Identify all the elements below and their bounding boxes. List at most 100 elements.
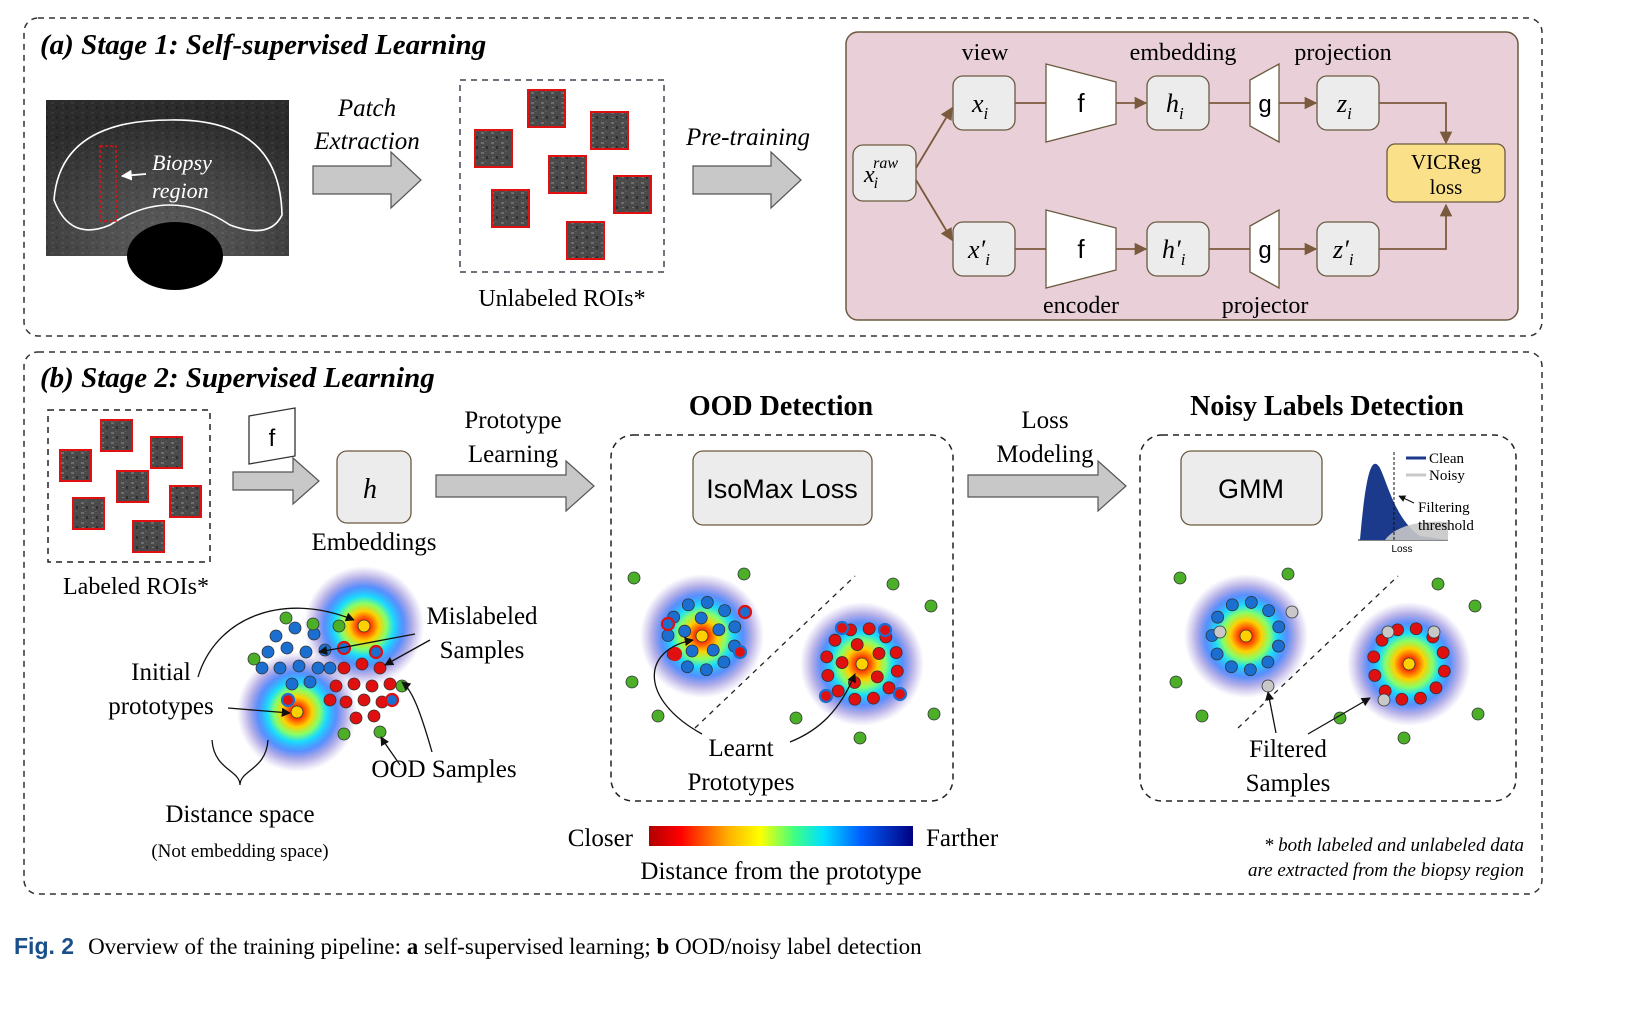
ood-dot bbox=[1333, 711, 1347, 725]
view-top-text: xi bbox=[971, 89, 989, 123]
sample-dot-red bbox=[821, 669, 835, 682]
sample-dot-blue bbox=[699, 663, 713, 677]
noisy-title: Noisy Labels Detection bbox=[1190, 391, 1464, 422]
unlabeled-rois-box bbox=[459, 79, 665, 273]
encoder-top bbox=[1045, 63, 1117, 143]
sample-dot-red bbox=[329, 679, 343, 693]
gmm-loss-plot: Clean Noisy Filtering threshold Loss bbox=[1358, 451, 1474, 555]
ood-dot bbox=[306, 617, 320, 631]
prototype-learning-arrow bbox=[435, 459, 595, 513]
ood-panel bbox=[610, 434, 954, 802]
filtered-samples-label-1: Filtered bbox=[1249, 736, 1327, 763]
sample-dot-blue bbox=[292, 659, 306, 673]
ood-dot bbox=[927, 707, 941, 721]
sample-dot-blue bbox=[1210, 647, 1224, 661]
sample-dot-blue bbox=[1225, 660, 1238, 674]
roi-patch bbox=[548, 155, 587, 194]
sample-dot-blue bbox=[1225, 598, 1239, 612]
sample-dot-blue bbox=[323, 661, 337, 675]
ood-dot bbox=[886, 577, 900, 591]
sample-dot-red bbox=[1395, 692, 1409, 706]
filtered-dot bbox=[1427, 625, 1441, 639]
encoder-label: encoder bbox=[1043, 293, 1119, 319]
filtered-dot bbox=[1381, 625, 1395, 639]
sample-dot-blue bbox=[681, 598, 695, 612]
sample-dot-blue bbox=[712, 623, 726, 637]
embedding-node bbox=[336, 450, 412, 524]
mislabeled-dot bbox=[877, 622, 893, 638]
vicreg-loss-label-2: loss bbox=[1430, 175, 1463, 199]
sample-dot-blue bbox=[285, 677, 299, 691]
sample-dot-red bbox=[835, 656, 849, 669]
roi-patch bbox=[132, 520, 165, 553]
sample-dot-blue bbox=[717, 655, 731, 669]
embedding-node-label: h bbox=[363, 474, 377, 505]
roi-patch bbox=[566, 221, 605, 260]
arrow-z-loss-bottom bbox=[1379, 203, 1453, 250]
raw-input-node bbox=[852, 144, 917, 202]
labeled-patches bbox=[59, 419, 202, 553]
proj-bottom-text: z′i bbox=[1332, 235, 1354, 269]
sample-dot-blue bbox=[661, 629, 675, 642]
view-bottom-text: x′i bbox=[967, 235, 990, 269]
sample-dot-red bbox=[870, 670, 884, 684]
legend-clean-label: Clean bbox=[1429, 451, 1464, 467]
sample-dot-red bbox=[339, 695, 353, 709]
ood-dot bbox=[1281, 567, 1295, 581]
sample-dot-red bbox=[367, 709, 381, 723]
encoder-bottom bbox=[1045, 209, 1117, 289]
prototype-marker bbox=[695, 629, 709, 643]
ood-dot bbox=[651, 709, 665, 723]
mislabeled-label-2: Samples bbox=[440, 637, 525, 664]
pre-training-label: Pre-training bbox=[685, 124, 810, 151]
sample-dot-blue bbox=[700, 596, 714, 609]
view-label: view bbox=[962, 40, 1009, 66]
closer-label: Closer bbox=[568, 825, 634, 852]
patch-extraction-arrow bbox=[312, 150, 422, 210]
ood-dot bbox=[337, 727, 351, 741]
distance-space-label: Distance space bbox=[165, 801, 314, 828]
ood-dot bbox=[1468, 599, 1482, 613]
footnote-line-2: are extracted from the biopsy region bbox=[1248, 860, 1524, 881]
labeled-rois-label: Labeled ROIs* bbox=[63, 574, 209, 600]
mislabeled-pointer-1 bbox=[318, 633, 416, 655]
sample-dot-blue bbox=[261, 645, 275, 659]
ood-title: OOD Detection bbox=[689, 391, 874, 422]
biopsy-label-1: Biopsy bbox=[152, 150, 212, 175]
unlabeled-rois-label: Unlabeled ROIs* bbox=[478, 286, 645, 312]
patch-extraction-label-2: Extraction bbox=[313, 128, 420, 155]
mislabeled-dot bbox=[660, 616, 676, 632]
sample-dot-red bbox=[337, 661, 351, 675]
loss-axis-label: Loss bbox=[1391, 544, 1412, 555]
projection-label: projection bbox=[1294, 40, 1391, 66]
sample-dot-red bbox=[1414, 691, 1427, 705]
footnote-line-1: * both labeled and unlabeled data bbox=[1264, 835, 1524, 856]
learnt-pointer-2 bbox=[789, 673, 857, 743]
sample-dot-red bbox=[357, 693, 371, 707]
mislabeled-dot bbox=[368, 644, 384, 660]
ood-samples-label: OOD Samples bbox=[371, 756, 516, 783]
learnt-prototypes-label-1: Learnt bbox=[708, 735, 773, 762]
stage2-encoder bbox=[248, 407, 296, 465]
embed-top-text: hi bbox=[1166, 89, 1184, 123]
roi-patch bbox=[527, 89, 566, 128]
filtered-dot bbox=[1377, 693, 1391, 707]
ood-dot bbox=[373, 725, 387, 739]
filtered-pointer-2 bbox=[1307, 697, 1371, 735]
stage1-panel bbox=[23, 17, 1543, 337]
proj-top-text: zi bbox=[1336, 89, 1352, 123]
sample-dot-blue bbox=[311, 661, 325, 675]
initial-pointer-2 bbox=[227, 707, 291, 717]
labeled-to-embedding-arrow bbox=[232, 456, 320, 506]
embedding-label: embedding bbox=[1130, 40, 1237, 66]
sample-dot-red bbox=[890, 664, 904, 678]
ood-dot bbox=[1169, 675, 1183, 689]
sample-dot-blue bbox=[1272, 639, 1285, 653]
roi-patch bbox=[72, 497, 105, 530]
prototype-marker bbox=[357, 619, 371, 633]
loss-modeling-label-1: Loss bbox=[1021, 407, 1068, 434]
mislabeled-dot bbox=[384, 692, 400, 708]
mislabeled-dot bbox=[834, 620, 850, 636]
sample-dot-red bbox=[1436, 646, 1450, 659]
